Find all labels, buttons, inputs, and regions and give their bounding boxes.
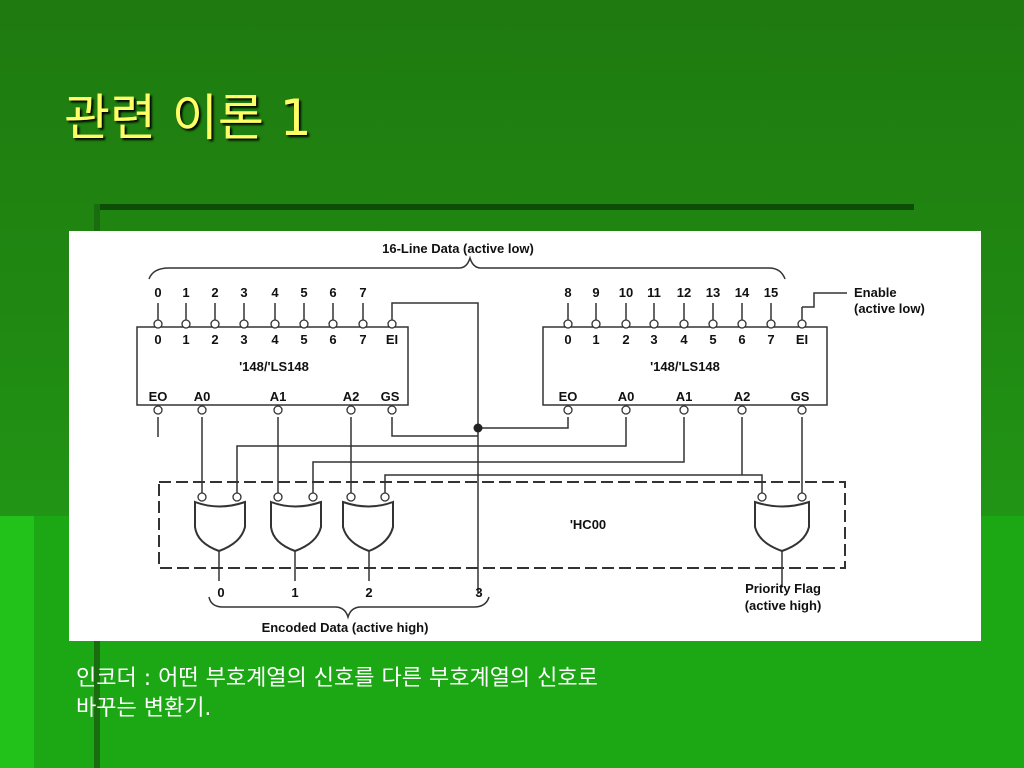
left-input-4: 4 (271, 285, 279, 300)
right-pin-3: 3 (650, 332, 657, 347)
left-out-a0: A0 (194, 389, 211, 404)
right-input-12: 12 (677, 285, 691, 300)
right-input-9: 9 (592, 285, 599, 300)
slide-caption: 인코더 : 어떤 부호계열의 신호를 다른 부호계열의 신호로 바꾸는 변환기. (76, 664, 796, 724)
left-input-0: 0 (154, 285, 161, 300)
left-input-6: 6 (329, 285, 336, 300)
right-pin-6: 6 (738, 332, 745, 347)
right-input-15: 15 (764, 285, 778, 300)
hc00-block (158, 481, 846, 569)
left-input-1: 1 (182, 285, 189, 300)
gate-2 (270, 500, 322, 553)
bottom-brace (208, 596, 490, 620)
right-input-14: 14 (735, 285, 750, 300)
right-out-a0: A0 (618, 389, 635, 404)
left-input-3: 3 (240, 285, 247, 300)
enable-label: Enable (854, 285, 897, 300)
left-out-eo: EO (149, 389, 168, 404)
left-out-a2: A2 (343, 389, 360, 404)
right-out-a2: A2 (734, 389, 751, 404)
caption-line-2: 바꾸는 변환기. (76, 696, 212, 721)
right-input-11: 11 (647, 285, 661, 300)
decor-bar-top (94, 204, 914, 210)
left-pin-2: 2 (211, 332, 218, 347)
encoded-out-0: 0 (217, 585, 224, 600)
right-pin-5: 5 (709, 332, 716, 347)
right-pin-1: 1 (592, 332, 599, 347)
left-pin-0: 0 (154, 332, 161, 347)
encoded-out-1: 1 (291, 585, 298, 600)
top-brace-label: 16-Line Data (active low) (382, 241, 534, 256)
caption-line-1: 인코더 : 어떤 부호계열의 신호를 다른 부호계열의 신호로 (76, 666, 598, 691)
left-pin-5: 5 (300, 332, 307, 347)
slide-title: 관련 이론 1 (64, 89, 312, 147)
right-pin-4: 4 (680, 332, 688, 347)
encoder-circuit-diagram: 16-Line Data (active low) 0 1 2 3 4 5 6 … (69, 231, 981, 641)
circuit-svg: 16-Line Data (active low) 0 1 2 3 4 5 6 … (136, 241, 925, 635)
left-pin-ei: EI (386, 332, 398, 347)
right-pin-0: 0 (564, 332, 571, 347)
left-pin-7: 7 (359, 332, 366, 347)
left-pin-6: 6 (329, 332, 336, 347)
priority-flag-label: Priority Flag (745, 581, 821, 596)
right-pin-7: 7 (767, 332, 774, 347)
gate-4 (754, 500, 810, 553)
left-input-7: 7 (359, 285, 366, 300)
encoded-out-3: 3 (475, 585, 482, 600)
left-input-5: 5 (300, 285, 307, 300)
chip-left-name: '148/'LS148 (239, 359, 309, 374)
enable-active-low-label: (active low) (854, 301, 925, 316)
right-input-8: 8 (564, 285, 571, 300)
gate-1 (194, 500, 246, 553)
left-input-2: 2 (211, 285, 218, 300)
left-out-a1: A1 (270, 389, 287, 404)
right-pin-ei: EI (796, 332, 808, 347)
chip-right-name: '148/'LS148 (650, 359, 720, 374)
right-input-13: 13 (706, 285, 720, 300)
right-out-a1: A1 (676, 389, 693, 404)
priority-flag-active-high: (active high) (745, 598, 822, 613)
top-brace (148, 255, 786, 280)
hc00-label: 'HC00 (570, 517, 606, 532)
left-out-gs: GS (381, 389, 400, 404)
background-strip-bright (0, 516, 36, 768)
right-pin-2: 2 (622, 332, 629, 347)
right-out-eo: EO (559, 389, 578, 404)
left-pin-1: 1 (182, 332, 189, 347)
encoded-out-2: 2 (365, 585, 372, 600)
bottom-brace-label: Encoded Data (active high) (262, 620, 429, 635)
left-pin-4: 4 (271, 332, 279, 347)
gate-3 (342, 500, 394, 553)
right-input-10: 10 (619, 285, 633, 300)
junction-dot (473, 423, 483, 433)
left-pin-3: 3 (240, 332, 247, 347)
right-out-gs: GS (791, 389, 810, 404)
